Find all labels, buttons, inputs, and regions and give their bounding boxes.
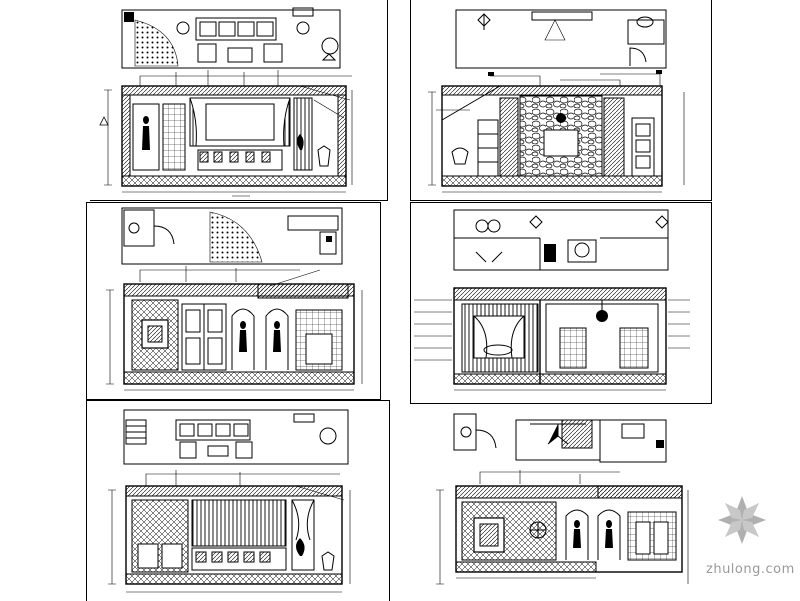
sheet-4-plan xyxy=(453,209,669,271)
sheet-2-elevation xyxy=(428,73,685,193)
sheet-5-elevation xyxy=(108,470,351,593)
sheet-4-elevation xyxy=(414,287,690,391)
sheet-3-elevation xyxy=(106,266,363,391)
sheet-6-plan xyxy=(453,413,667,463)
sheet-1-elevation xyxy=(99,70,353,197)
watermark-logo xyxy=(718,496,766,544)
sheet-2-plan xyxy=(455,9,667,76)
watermark-text: zhulong.com xyxy=(706,562,795,577)
sheet-3-plan xyxy=(121,207,343,265)
sheet-1-plan xyxy=(121,7,341,69)
sheet-5-plan xyxy=(123,409,349,465)
sheet-4-frame xyxy=(410,202,712,404)
sheet-6-elevation xyxy=(436,470,689,585)
